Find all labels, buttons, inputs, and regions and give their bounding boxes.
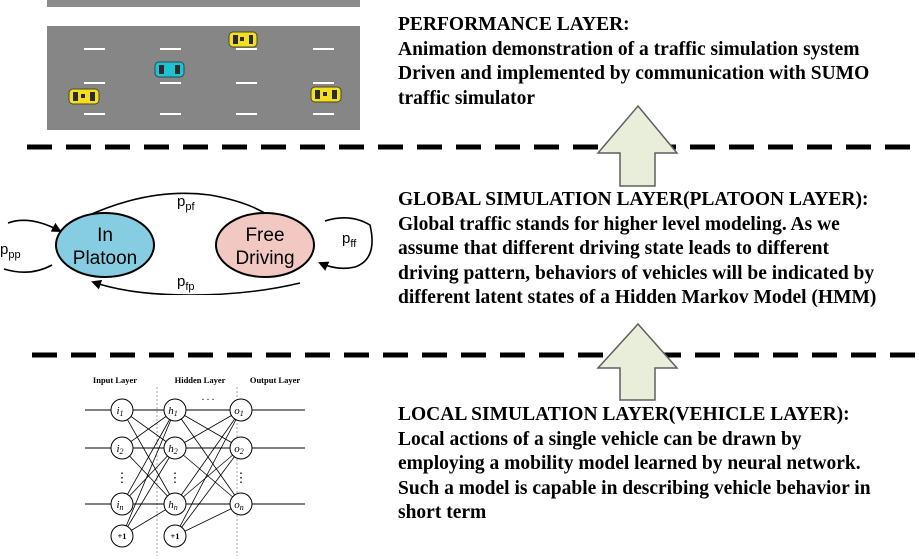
svg-text:hn: hn [168, 499, 178, 512]
up-arrow-top [596, 104, 679, 187]
state-free-driving [215, 212, 315, 278]
self-loop-ff-arrow [318, 217, 373, 271]
hmm-diagram: In Platoon Free Driving ppf pfp ppp pff [0, 192, 373, 295]
nn-output-header: Output Layer [250, 375, 301, 385]
performance-layer-title: PERFORMANCE LAYER: [398, 14, 630, 35]
label-p-ff: pff [342, 230, 357, 250]
nn-hidden-header: Hidden Layer [175, 375, 226, 385]
svg-text:i1: i1 [116, 405, 123, 418]
neural-network-diagram: Input Layer Hidden Layer Output Layer [85, 375, 305, 556]
nn-ellipsis-input: ⋮ [116, 470, 129, 485]
up-arrow-bottom [596, 322, 679, 401]
label-p-fp: pfp [177, 273, 195, 293]
state-in-platoon [55, 212, 155, 278]
node-bias-input [110, 524, 134, 548]
transition-fp-arrow [91, 279, 301, 295]
svg-text:i2: i2 [116, 443, 123, 456]
car-yellow-left [68, 88, 100, 105]
svg-text:h2: h2 [168, 443, 178, 456]
state-in-label-2: Platoon [73, 248, 137, 269]
node-bias-input-label: +1 [117, 531, 126, 541]
node-o2 [229, 436, 253, 460]
local-line-3: Such a model is capable in describing ve… [398, 477, 871, 499]
global-line-1: Global traffic stands for higher level m… [398, 213, 840, 235]
lane-markings [84, 48, 334, 115]
car-cyan [154, 61, 185, 78]
traffic-road-image [47, 0, 360, 130]
state-free-label-1: Free [245, 225, 284, 246]
node-o1 [229, 398, 253, 422]
svg-text:in: in [116, 499, 123, 512]
node-hn [163, 492, 187, 516]
node-bias-hidden-label: +1 [170, 531, 179, 541]
performance-line-2: Driven and implemented by communication … [398, 63, 870, 85]
global-layer-text: GLOBAL SIMULATION LAYER(PLATOON LAYER): … [398, 188, 876, 311]
road-asphalt [47, 26, 360, 130]
svg-text:o2: o2 [234, 443, 244, 456]
car-yellow-top [228, 31, 258, 48]
global-line-3: driving pattern, behaviors of vehicles w… [398, 262, 875, 284]
state-free-label-2: Driving [235, 248, 294, 269]
svg-text:h1: h1 [168, 405, 178, 418]
node-bias-hidden [163, 524, 187, 548]
local-layer-title: LOCAL SIMULATION LAYER(VEHICLE LAYER): [398, 404, 850, 425]
node-i2 [110, 436, 134, 460]
node-h2 [163, 436, 187, 460]
state-in-label-1: In [97, 225, 113, 246]
node-i1 [110, 398, 134, 422]
label-p-pf: ppf [177, 193, 195, 213]
car-yellow-right [310, 86, 342, 103]
global-layer-title: GLOBAL SIMULATION LAYER(PLATOON LAYER): [398, 189, 869, 210]
performance-line-3: traffic simulator [398, 87, 535, 109]
performance-line-1: Animation demonstration of a traffic sim… [398, 38, 860, 60]
node-in [110, 492, 134, 516]
svg-text:on: on [234, 499, 244, 512]
node-h1 [163, 398, 187, 422]
nn-ellipsis-horizontal: . . . [202, 392, 215, 403]
transition-pf-arrow [84, 192, 278, 223]
performance-layer-text: PERFORMANCE LAYER: Animation demonstrati… [398, 13, 869, 111]
nn-input-header: Input Layer [93, 375, 137, 385]
nn-ellipsis-output: ⋮ [235, 470, 248, 485]
label-p-pp: ppp [0, 241, 21, 261]
global-line-4: different latent states of a Hidden Mark… [398, 287, 877, 309]
self-loop-pp-arrow [7, 219, 62, 232]
local-line-4: short term [398, 502, 487, 524]
local-line-1: Local actions of a single vehicle can be… [398, 428, 802, 450]
local-layer-text: LOCAL SIMULATION LAYER(VEHICLE LAYER): L… [398, 403, 871, 526]
local-line-2: employing a mobility model learned by ne… [398, 453, 861, 475]
svg-text:o1: o1 [234, 405, 244, 418]
nn-ellipsis-hidden: ⋮ [169, 470, 182, 485]
global-line-2: assume that different driving state lead… [398, 238, 829, 260]
node-on [229, 492, 253, 516]
